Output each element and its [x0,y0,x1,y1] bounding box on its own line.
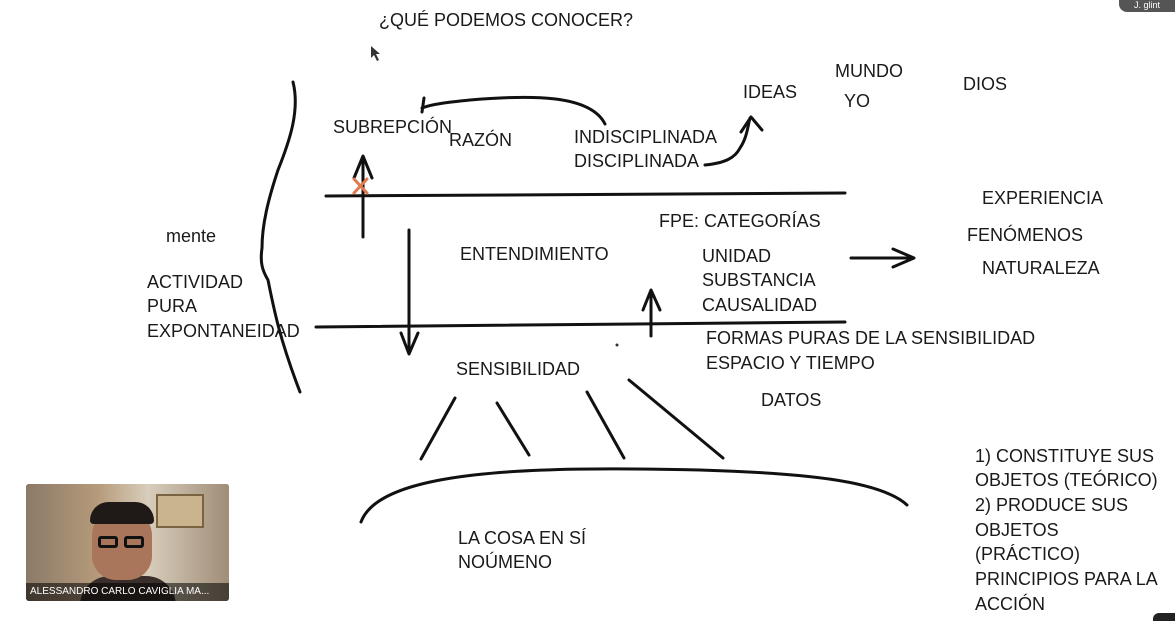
label-espacio-tiempo: ESPACIO Y TIEMPO [706,353,875,373]
label-formas-puras: FORMAS PURAS DE LA SENSIBILIDAD [706,328,1036,348]
label-indisciplinada: INDISCIPLINADA [574,127,718,147]
label-constituye-2: OBJETOS (TEÓRICO) [975,470,1158,490]
top-right-tab[interactable]: J. glint [1119,0,1175,12]
arrow-curve-ideas [703,116,752,167]
label-disciplinada: DISCIPLINADA [574,151,700,171]
label-experiencia: EXPERIENCIA [982,188,1104,208]
line-lower [314,320,847,329]
label-fpe-categorias: FPE: CATEGORÍAS [659,211,821,231]
mouse-cursor-icon [371,46,380,61]
label-fenomenos: FENÓMENOS [967,225,1084,245]
ray-3 [585,390,626,460]
label-razon: RAZÓN [449,130,512,150]
label-causalidad: CAUSALIDAD [702,295,818,315]
label-expontaneidad: EXPONTANEIDAD [147,321,300,341]
brace [259,80,302,394]
label-noumeno: NOÚMENO [458,552,552,572]
label-produce-2: OBJETOS [975,520,1059,540]
arrow-curve-left [420,95,607,126]
label-mente: mente [166,226,217,246]
label-mundo: MUNDO [835,61,903,81]
label-yo: YO [844,91,871,111]
participant-hair [90,502,154,524]
label-dios: DIOS [963,74,1008,94]
ray-4 [627,378,725,460]
label-unidad: UNIDAD [702,246,772,266]
label-datos: DATOS [761,390,822,410]
participant-name-label: ALESSANDRO CARLO CAVIGLIA MA... [26,583,229,601]
title-question: ¿QUÉ PODEMOS CONOCER? [379,10,634,30]
label-substancia: SUBSTANCIA [702,270,816,290]
cross-mark [352,177,369,195]
label-pura: PURA [147,296,198,316]
wall-picture [156,494,204,528]
ray-1 [419,396,457,461]
tab-label: J. glint [1133,0,1160,10]
label-principios-1: PRINCIPIOS PARA LA [975,569,1158,589]
label-cosa-en-si: LA COSA EN SÍ [458,528,587,548]
corner-control[interactable] [1153,613,1175,621]
label-entendimiento: ENTENDIMIENTO [460,244,609,264]
label-produce-3: (PRÁCTICO) [975,544,1080,564]
label-principios-2: ACCIÓN [975,594,1046,614]
label-subrepcion: SUBREPCIÓN [333,117,453,137]
label-sensibilidad: SENSIBILIDAD [456,359,581,379]
glasses-icon [98,536,148,548]
label-produce-1: 2) PRODUCE SUS [975,495,1129,515]
ray-2 [495,401,531,457]
label-naturaleza: NATURALEZA [982,258,1100,278]
participant-video-tile[interactable]: ALESSANDRO CARLO CAVIGLIA MA... [26,484,229,601]
noumeno-arc [359,467,909,524]
label-ideas: IDEAS [743,82,798,102]
line-upper [324,191,847,198]
label-actividad: ACTIVIDAD [147,272,244,292]
label-constituye-1: 1) CONSTITUYE SUS [975,446,1155,466]
